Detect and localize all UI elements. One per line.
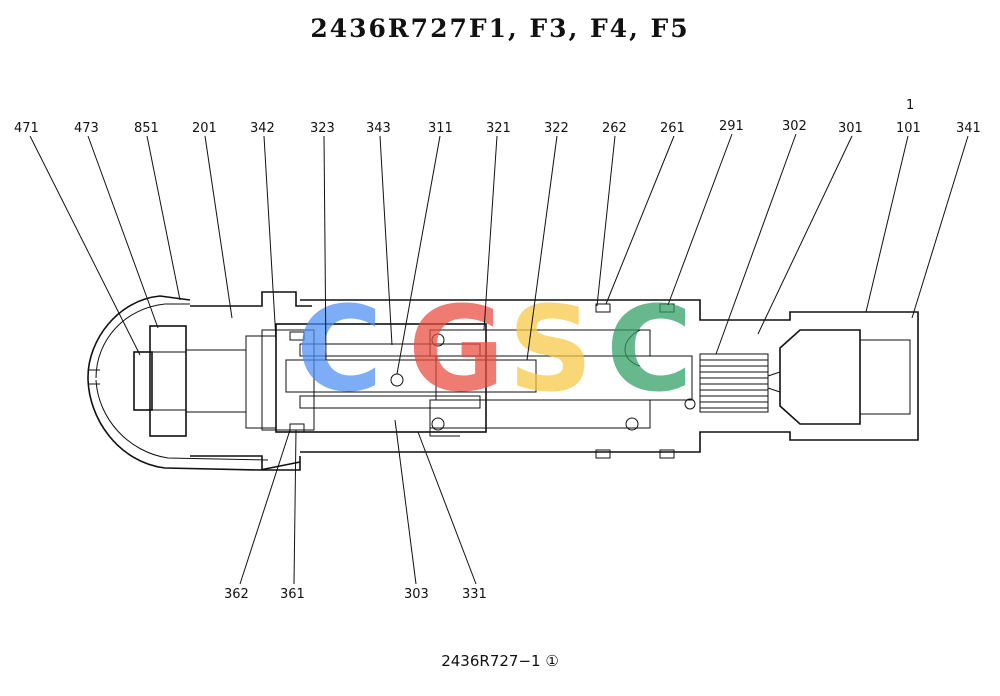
label-471: 471 <box>14 121 39 136</box>
label-322: 322 <box>544 121 569 136</box>
label-331: 331 <box>462 587 487 602</box>
label-851: 851 <box>134 121 159 136</box>
label-323: 323 <box>310 121 335 136</box>
label-343: 343 <box>366 121 391 136</box>
leader-lines <box>29 133 969 585</box>
label-301: 301 <box>838 121 863 136</box>
watermark-letter-c2: C <box>606 280 693 418</box>
label-262: 262 <box>602 121 627 136</box>
label-362: 362 <box>224 587 249 602</box>
label-321: 321 <box>486 121 511 136</box>
drawing-number: 2436R727−1 ① <box>441 652 559 670</box>
label-291: 291 <box>719 119 744 134</box>
label-303: 303 <box>404 587 429 602</box>
label-261: 261 <box>660 121 685 136</box>
label-101: 101 <box>896 121 921 136</box>
watermark-letter-s: S <box>508 280 593 418</box>
drawing-title: 2436R727F1, F3, F4, F5 <box>310 14 690 43</box>
cgsc-watermark: C G S C <box>296 280 693 418</box>
label-201: 201 <box>192 121 217 136</box>
label-302: 302 <box>782 119 807 134</box>
part-labels: 471 473 851 201 342 323 343 311 321 322 … <box>14 98 981 602</box>
label-311: 311 <box>428 121 453 136</box>
label-341: 341 <box>956 121 981 136</box>
spring <box>699 353 769 413</box>
watermark-letter-g: G <box>408 280 505 418</box>
label-342: 342 <box>250 121 275 136</box>
valve-body-outline <box>87 291 919 471</box>
label-361: 361 <box>280 587 305 602</box>
label-1: 1 <box>906 98 914 113</box>
label-473: 473 <box>74 121 99 136</box>
watermark-letter-c: C <box>296 280 383 418</box>
